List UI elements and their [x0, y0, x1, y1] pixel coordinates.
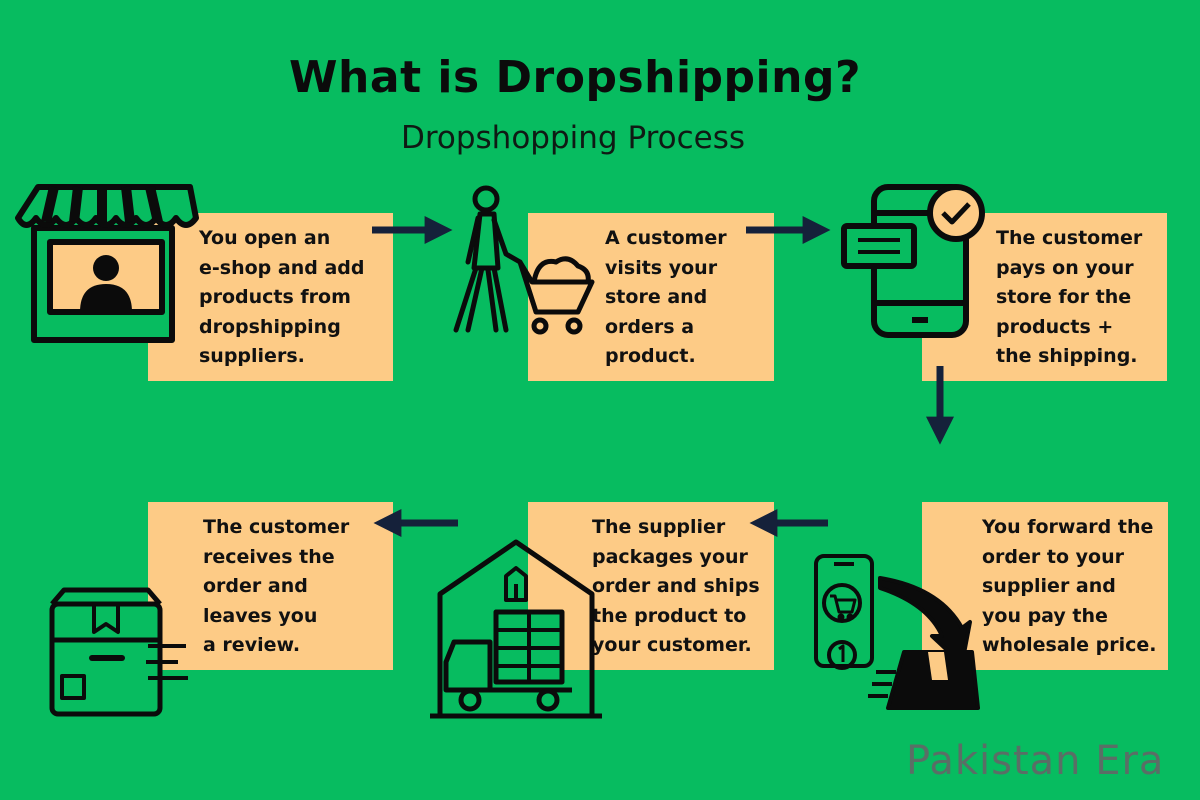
step-6-line: a review.: [203, 634, 301, 656]
step-1-line: e-shop and add: [199, 256, 365, 279]
step-1-line: dropshipping: [199, 315, 341, 338]
step-1-line: You open an: [199, 227, 331, 249]
step-text-6: The customer receives the order and leav…: [203, 513, 349, 661]
step-5-line: your customer.: [592, 634, 752, 656]
step-5-line: packages your: [592, 545, 748, 568]
shopper-cart-icon: [453, 185, 595, 335]
step-4-line: wholesale price.: [982, 634, 1157, 656]
step-text-5: The supplier packages your order and shi…: [592, 513, 760, 661]
step-3-line: store for the: [996, 286, 1132, 308]
step-2-line: product.: [605, 345, 696, 367]
watermark-logo: Pakistan Era: [906, 738, 1165, 784]
step-box-1: [148, 213, 393, 381]
step-4-line: supplier and: [982, 575, 1116, 597]
step-box-6: [148, 502, 393, 670]
page-title: What is Dropshipping?: [289, 52, 861, 103]
step-4-line: order to your: [982, 545, 1124, 568]
step-3-line: pays on your: [996, 256, 1134, 279]
phone-payment-icon: [841, 184, 985, 338]
step-text-3: The customer pays on your store for the …: [996, 224, 1142, 372]
order-forward-icon: [814, 554, 980, 710]
step-4-line: You forward the: [982, 516, 1154, 538]
step-6-line: receives the: [203, 545, 335, 568]
step-3-line: the shipping.: [996, 345, 1138, 367]
step-text-2: A customer visits your store and orders …: [605, 224, 727, 372]
step-1-line: products from: [199, 286, 351, 308]
step-6-line: order and: [203, 575, 308, 597]
step-text-4: You forward the order to your supplier a…: [982, 513, 1157, 661]
step-2-line: store and: [605, 286, 708, 308]
step-3-line: products +: [996, 315, 1114, 338]
step-3-line: The customer: [996, 227, 1143, 249]
storefront-icon: [15, 184, 199, 343]
step-2-line: orders a: [605, 315, 695, 338]
page-subtitle: Dropshopping Process: [400, 120, 746, 156]
step-1-line: suppliers.: [199, 345, 305, 367]
step-4-line: you pay the: [982, 604, 1108, 627]
step-5-line: The supplier: [592, 516, 726, 538]
warehouse-truck-icon: [430, 539, 602, 719]
delivered-package-icon: [49, 587, 188, 717]
step-2-line: A customer: [605, 227, 727, 249]
step-2-line: visits your: [605, 256, 718, 279]
step-5-line: order and ships: [592, 575, 760, 597]
step-6-line: leaves you: [203, 604, 318, 627]
step-5-line: the product to: [592, 604, 747, 627]
step-box-2: [528, 213, 774, 381]
step-6-line: The customer: [203, 516, 350, 538]
step-box-5: [528, 502, 774, 670]
step-text-1: You open an e-shop and add products from…: [199, 224, 364, 372]
